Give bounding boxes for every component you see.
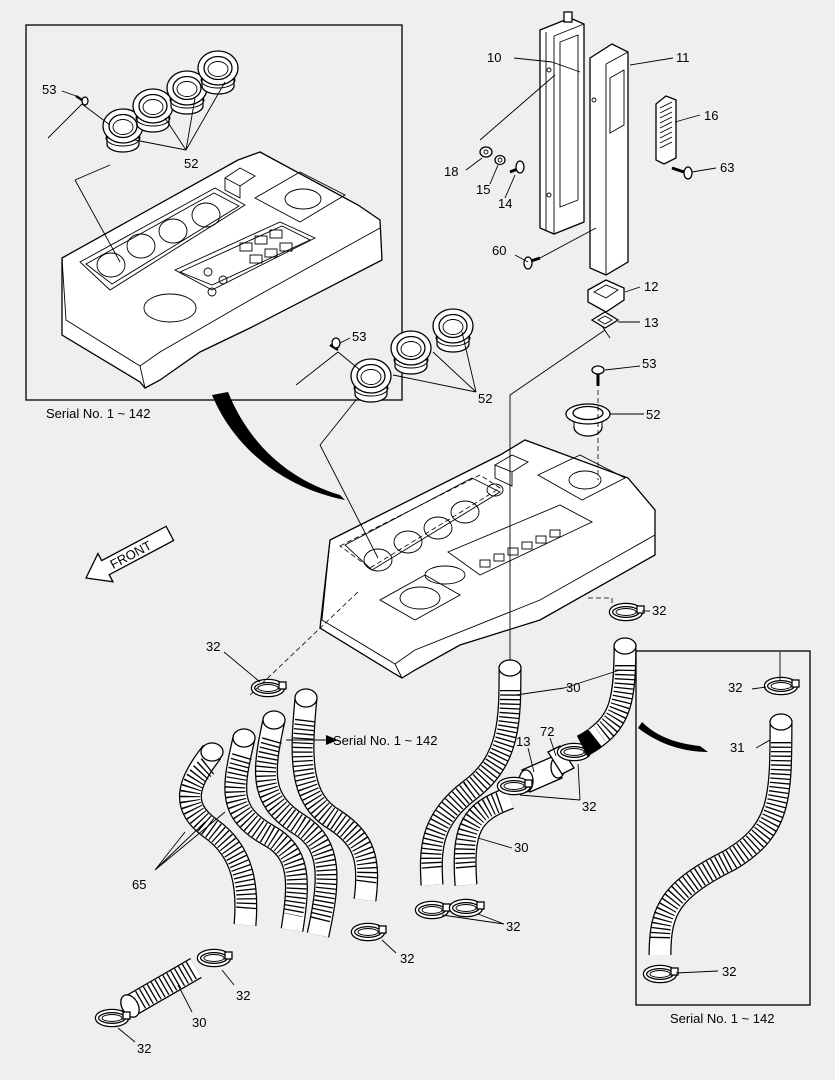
hose-30-short xyxy=(120,958,202,1018)
hose-set-65 xyxy=(178,688,379,938)
grille-16 xyxy=(655,95,677,165)
screw-14 xyxy=(509,160,525,174)
callout-52-right: 52 xyxy=(646,407,660,422)
sensor-72 xyxy=(547,745,575,775)
callout-53-inset: 53 xyxy=(42,82,56,97)
callout-15: 15 xyxy=(476,182,490,197)
clamp-32-c xyxy=(199,951,232,965)
clamp-32-a xyxy=(253,681,286,695)
vent-52-right xyxy=(565,403,611,437)
screw-53-mid xyxy=(329,337,341,352)
callout-52-mid: 52 xyxy=(478,391,492,406)
clamp-32-g xyxy=(611,605,644,619)
screw-60 xyxy=(523,256,541,270)
callout-32-b: 32 xyxy=(400,951,414,966)
callout-10: 10 xyxy=(487,50,501,65)
washer-18 xyxy=(479,146,493,158)
hose-serial-note: Serial No. 1 ~ 142 xyxy=(333,733,437,748)
callout-14: 14 xyxy=(498,196,512,211)
callout-13-mid: 13 xyxy=(516,734,530,749)
front-direction-arrow: FRONT xyxy=(85,525,175,583)
bezel-12 xyxy=(587,279,625,313)
callout-13-top: 13 xyxy=(644,315,658,330)
duct-11 xyxy=(589,43,629,276)
callout-32-inset-bottom: 32 xyxy=(722,964,736,979)
washer-15 xyxy=(494,154,506,166)
gasket-13-top xyxy=(590,311,620,339)
clamp-32-inset-bottom xyxy=(645,967,678,981)
callout-16: 16 xyxy=(704,108,718,123)
inset-early-serial-panel: 53 52 Serial No. 1 ~ 142 xyxy=(25,24,403,421)
clamp-32-b xyxy=(353,925,386,939)
clamp-32-h xyxy=(417,903,450,917)
callout-72: 72 xyxy=(540,724,554,739)
callout-32-inset-top: 32 xyxy=(728,680,742,695)
callout-30-c: 30 xyxy=(514,840,528,855)
inset-top-serial-note: Serial No. 1 ~ 142 xyxy=(46,406,150,421)
inset-right-serial-note: Serial No. 1 ~ 142 xyxy=(670,1011,774,1026)
callout-32-e: 32 xyxy=(582,799,596,814)
callout-60: 60 xyxy=(492,243,506,258)
clamp-32-i xyxy=(451,901,484,915)
callout-18: 18 xyxy=(444,164,458,179)
callout-30-b: 30 xyxy=(566,680,580,695)
clamp-32-e xyxy=(499,779,532,793)
hose-30-center xyxy=(419,637,637,886)
screw-63 xyxy=(671,166,693,180)
callout-53-mid: 53 xyxy=(352,329,366,344)
callout-32-g: 32 xyxy=(652,603,666,618)
callout-12: 12 xyxy=(644,279,658,294)
clamp-32-d xyxy=(97,1011,130,1025)
screw-inset xyxy=(75,94,89,106)
console-housing-inset xyxy=(61,151,383,389)
callout-32-h: 32 xyxy=(506,919,520,934)
callout-32-c: 32 xyxy=(236,988,250,1003)
callout-63: 63 xyxy=(720,160,734,175)
hose-31 xyxy=(648,713,793,956)
clamp-32-inset-top xyxy=(766,679,799,693)
duct-10 xyxy=(539,11,585,235)
callout-32-d: 32 xyxy=(137,1041,151,1056)
callout-53-right: 53 xyxy=(642,356,656,371)
callout-31: 31 xyxy=(730,740,744,755)
callout-11: 11 xyxy=(676,50,690,65)
callout-30-a: 30 xyxy=(192,1015,206,1030)
screw-53-right xyxy=(591,365,605,386)
callout-32-a: 32 xyxy=(206,639,220,654)
console-housing-main xyxy=(319,439,656,679)
callout-52-inset: 52 xyxy=(184,156,198,171)
inset-right-serial-panel: 32 31 32 Serial No. 1 ~ 142 xyxy=(635,650,811,1026)
callout-65: 65 xyxy=(132,877,146,892)
right-inset-pointer-arrow xyxy=(638,722,708,752)
inset-pointer-arrow xyxy=(212,392,345,500)
hose-elbow xyxy=(576,728,603,757)
